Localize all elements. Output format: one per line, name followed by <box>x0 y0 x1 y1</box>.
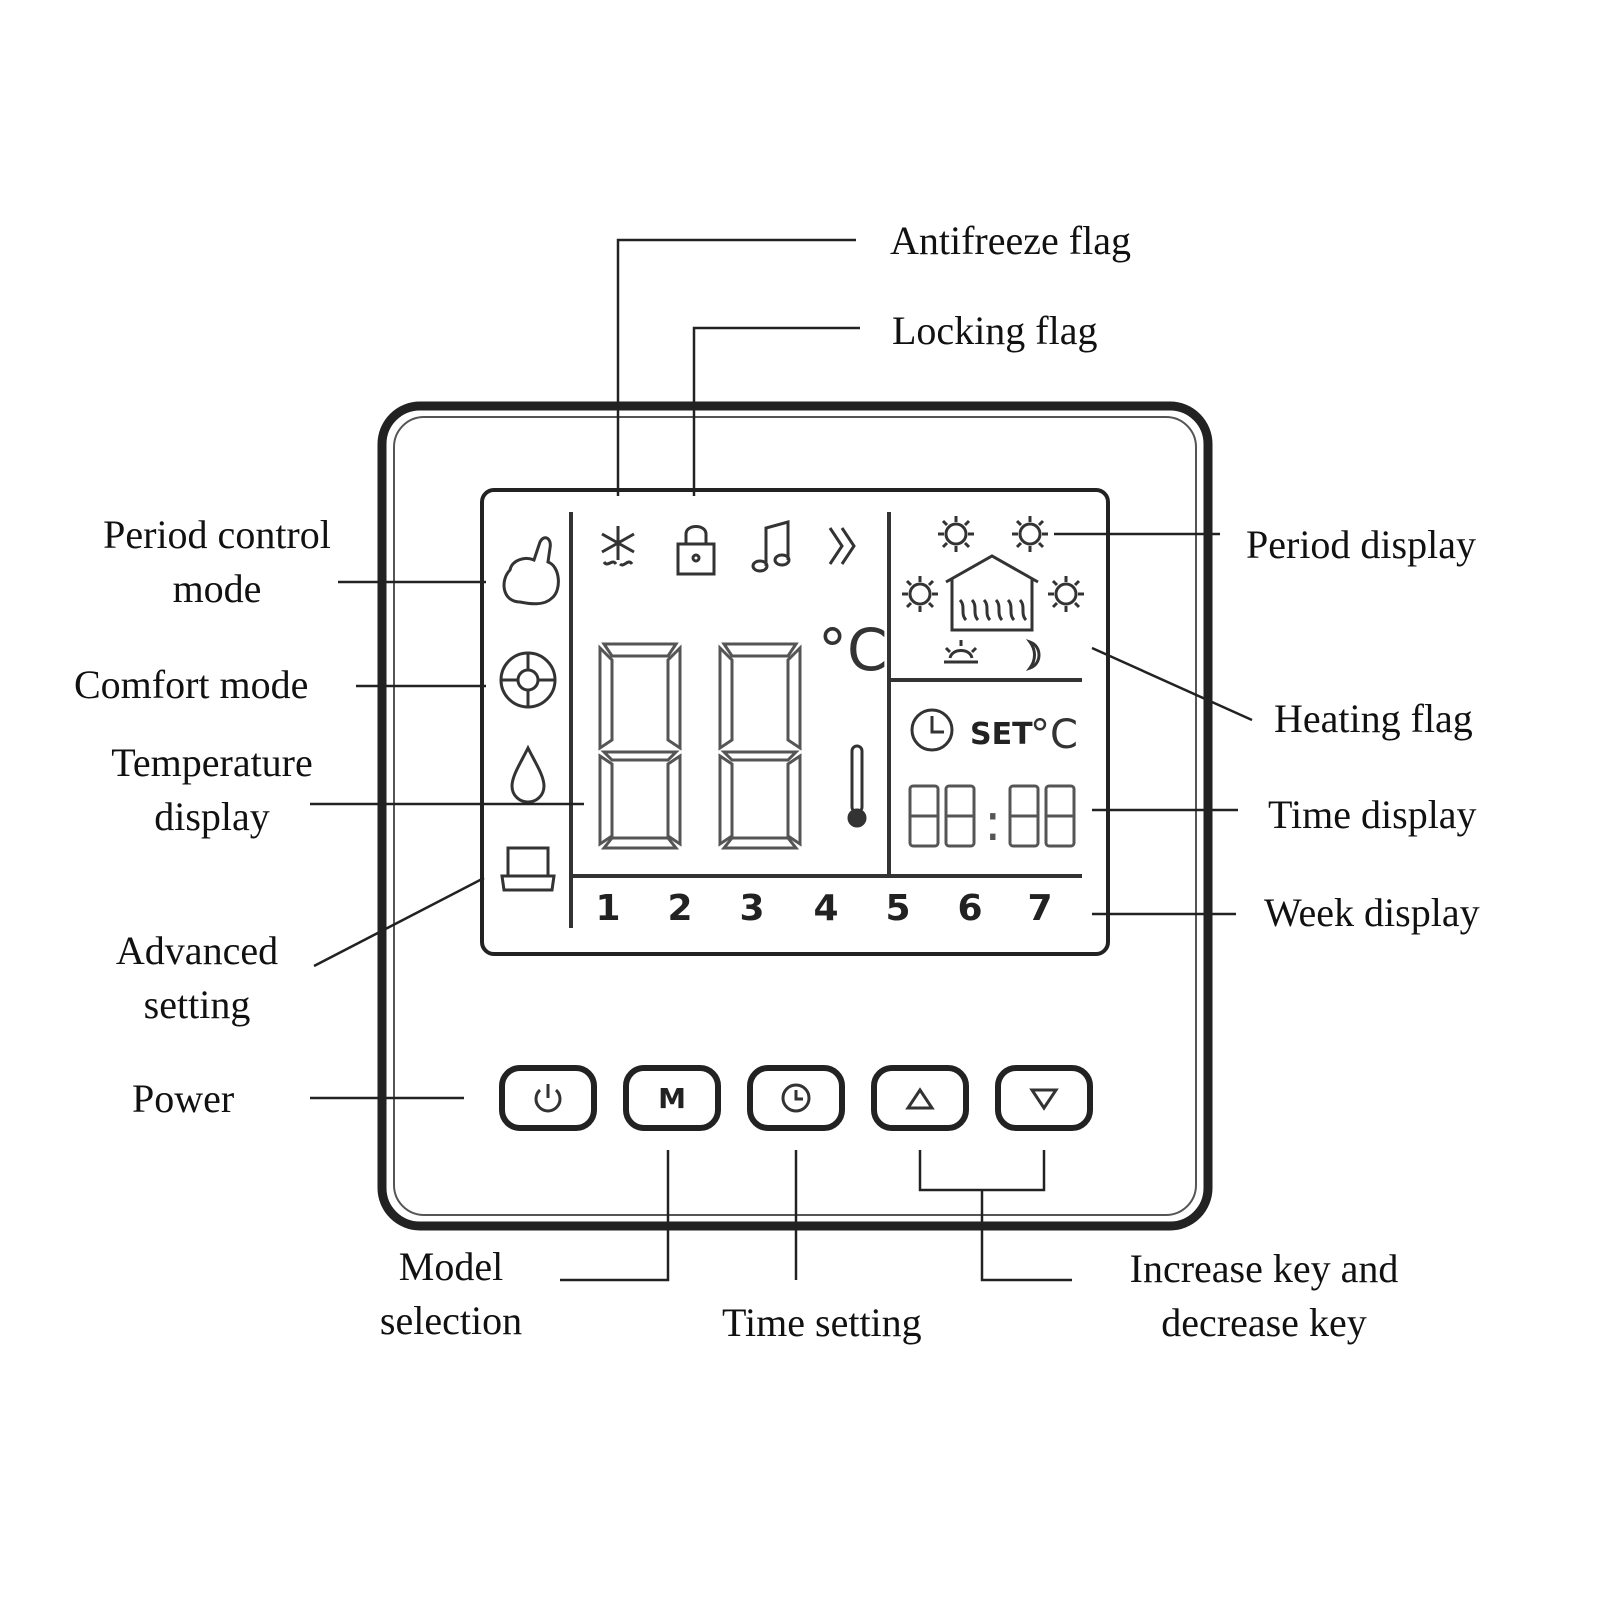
leader-antifreeze <box>616 238 856 496</box>
lock-icon <box>676 525 716 576</box>
week-day-1: 1 <box>595 888 620 929</box>
label-temperature-display-line1: Temperature <box>111 740 313 785</box>
leader-advanced <box>313 876 485 968</box>
label-temperature-display-line2: display <box>154 794 270 839</box>
label-model-selection-line2: selection <box>379 1298 523 1343</box>
power-icon <box>534 1084 562 1113</box>
label-model-selection: Model selection <box>360 1240 542 1348</box>
label-heating-flag: Heating flag <box>1274 696 1473 741</box>
label-time-display: Time display <box>1268 792 1477 837</box>
week-day-2: 2 <box>667 888 692 929</box>
week-day-4: 4 <box>813 888 838 929</box>
down-triangle-icon <box>1029 1088 1059 1111</box>
humidity-drop-icon <box>510 744 546 804</box>
clock-icon <box>910 708 954 752</box>
double-chevron-icon <box>828 527 856 565</box>
temperature-unit: °C <box>818 616 888 684</box>
period-sun-icon-1 <box>938 516 974 552</box>
label-increase-decrease-key: Increase key and decrease key <box>1104 1242 1424 1350</box>
comfort-flower-icon <box>499 651 557 709</box>
period-sun-icon-4 <box>1048 576 1084 612</box>
model-button[interactable]: M <box>623 1065 721 1131</box>
increase-button[interactable] <box>871 1065 969 1131</box>
label-period-control-mode-line1: Period control <box>103 512 331 557</box>
label-increase-decrease-key-line2: decrease key <box>1161 1300 1367 1345</box>
label-locking-flag: Locking flag <box>892 308 1098 353</box>
time-colon: : <box>984 793 1002 853</box>
label-comfort-mode: Comfort mode <box>74 662 309 707</box>
leader-heating <box>1091 646 1253 722</box>
label-period-control-mode-line2: mode <box>172 566 262 611</box>
period-sun-icon-3 <box>902 576 938 612</box>
time-digits <box>908 784 1076 848</box>
label-antifreeze-flag: Antifreeze flag <box>890 218 1131 263</box>
leader-model <box>560 1150 670 1282</box>
label-advanced-setting-line1: Advanced <box>115 928 279 973</box>
label-week-display: Week display <box>1264 890 1480 935</box>
moon-icon <box>1025 639 1041 671</box>
leader-locking <box>692 326 860 496</box>
week-day-5: 5 <box>885 888 910 929</box>
antifreeze-snowflake-icon <box>601 526 635 567</box>
thermometer-icon <box>847 744 867 828</box>
set-unit: °C <box>1030 712 1078 758</box>
label-model-selection-line1: Model <box>398 1244 504 1289</box>
leader-increase-decrease <box>918 1150 1046 1192</box>
time-setting-button[interactable] <box>747 1065 845 1131</box>
leader-lines <box>310 238 1253 1282</box>
label-advanced-setting: Advanced setting <box>94 924 300 1032</box>
period-sun-icon-2 <box>1012 516 1048 552</box>
label-time-setting: Time setting <box>722 1300 922 1345</box>
music-note-icon <box>751 520 791 573</box>
week-day-6: 6 <box>957 888 982 929</box>
lcd-screen <box>480 488 1110 956</box>
label-advanced-setting-line2: setting <box>143 982 251 1027</box>
label-period-display: Period display <box>1246 522 1476 567</box>
sunrise-icon <box>944 640 978 664</box>
laptop-icon <box>500 846 556 892</box>
week-day-7: 7 <box>1027 888 1052 929</box>
period-control-hand-icon <box>502 536 560 606</box>
up-triangle-icon <box>905 1087 935 1110</box>
set-label: SET <box>970 717 1033 752</box>
heating-house-icon <box>945 554 1039 632</box>
clock-button-icon <box>781 1083 811 1113</box>
label-increase-decrease-key-line1: Increase key and <box>1129 1246 1399 1291</box>
model-button-label: M <box>658 1082 686 1115</box>
power-button[interactable] <box>499 1065 597 1131</box>
temperature-digit-2 <box>718 642 802 850</box>
label-period-control-mode: Period control mode <box>84 508 350 616</box>
week-day-3: 3 <box>739 888 764 929</box>
temperature-digit-1 <box>598 642 682 850</box>
decrease-button[interactable] <box>995 1065 1093 1131</box>
leader-increase-decrease-stem <box>980 1190 1072 1282</box>
label-temperature-display: Temperature display <box>84 736 340 844</box>
label-power: Power <box>132 1076 235 1121</box>
